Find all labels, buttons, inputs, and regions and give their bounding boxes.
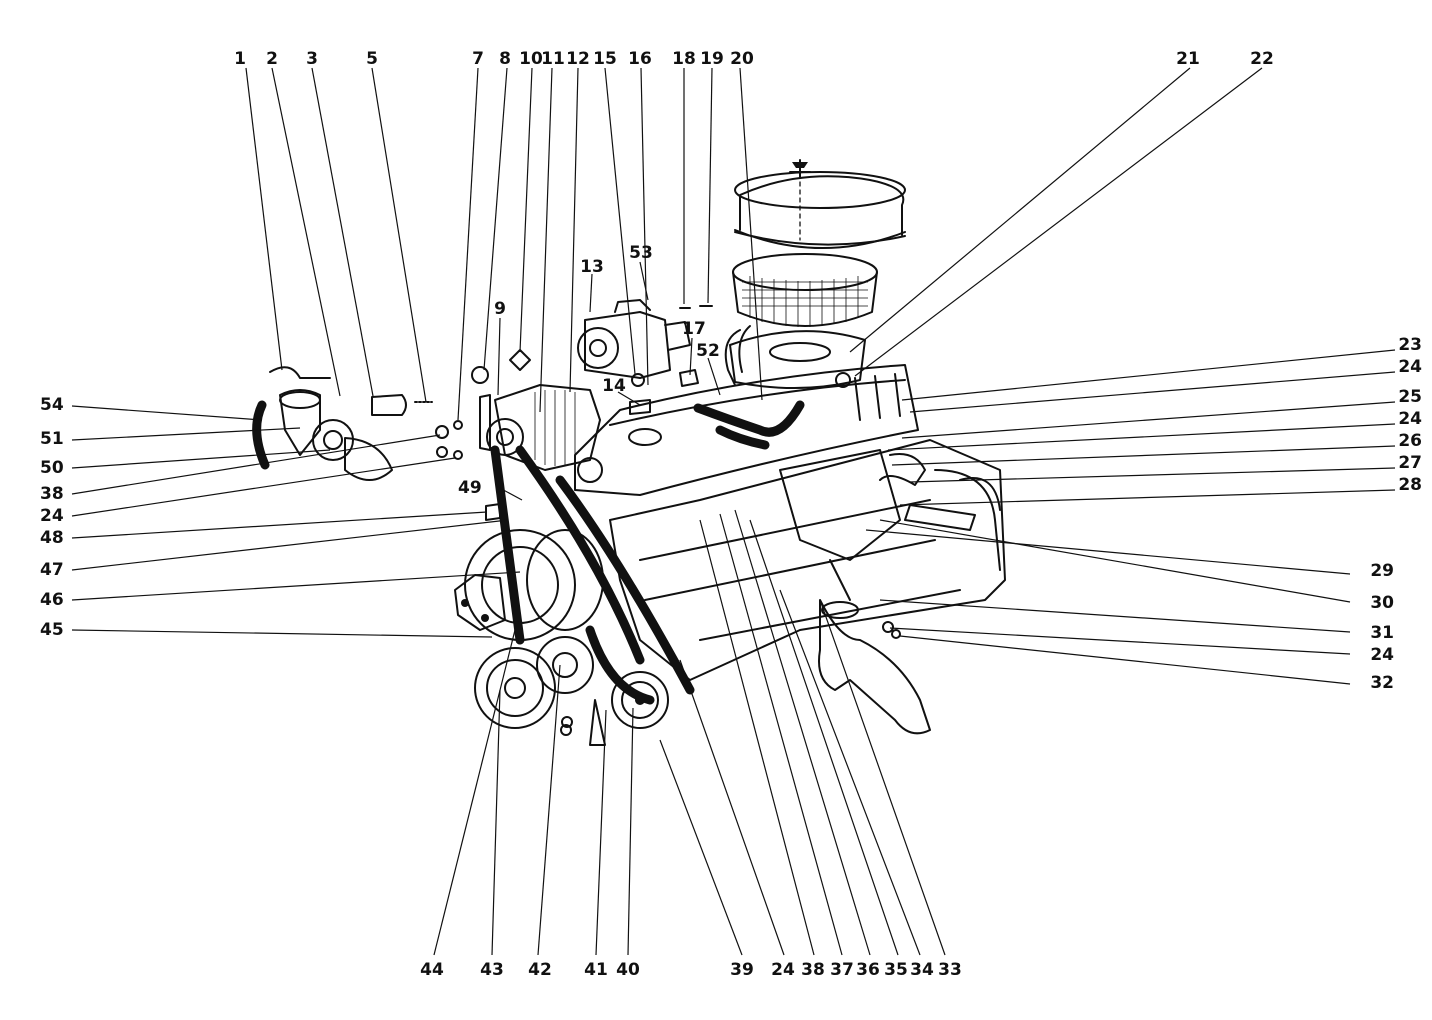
air-cleaner-base: [724, 325, 866, 389]
callout-label: 23: [1398, 335, 1422, 355]
callout-label: 22: [1250, 49, 1274, 69]
callout-label: 14: [602, 376, 626, 396]
callout-label: 7: [472, 49, 484, 69]
callout-label: 10: [519, 49, 543, 69]
callout-labels: 1 2 3 5 7 8 10 11 12 15 16 18 19 20 21 2…: [40, 49, 1422, 980]
engine-illustration: [252, 159, 1006, 746]
callout-label: 9: [494, 299, 506, 319]
callout-label: 24: [771, 960, 795, 980]
engine-block: [609, 439, 1006, 681]
callout-label: 5: [366, 49, 378, 69]
callout-label: 15: [593, 49, 617, 69]
callout-label: 48: [40, 528, 64, 548]
crankshaft-pulley: [474, 636, 669, 746]
callout-label: 35: [884, 960, 908, 980]
callout-label: 11: [541, 49, 565, 69]
callout-label: 25: [1398, 387, 1422, 407]
leader-lines: [71, 67, 1396, 956]
callout-label: 50: [40, 458, 64, 478]
callout-label: 37: [830, 960, 854, 980]
callout-label: 47: [40, 560, 64, 580]
callout-label: 40: [616, 960, 640, 980]
callout-label: 30: [1370, 593, 1394, 613]
fuel-pump: [252, 366, 433, 481]
fan-pulley: [454, 529, 604, 641]
callout-label: 53: [629, 243, 653, 263]
callout-label: 1: [234, 49, 246, 69]
callout-label: 2: [266, 49, 278, 69]
alternator: [486, 384, 601, 471]
callout-label: 21: [1176, 49, 1200, 69]
callout-label: 3: [306, 49, 318, 69]
callout-label: 44: [420, 960, 444, 980]
callout-label: 38: [40, 484, 64, 504]
callout-label: 24: [1370, 645, 1394, 665]
exhaust-manifold: [779, 449, 931, 735]
callout-label: 20: [730, 49, 754, 69]
radiator-hoses: [693, 400, 926, 486]
callout-label: 51: [40, 429, 64, 449]
callout-label: 17: [682, 319, 706, 339]
air-cleaner-cover: [734, 159, 906, 249]
callout-label: 36: [856, 960, 880, 980]
callout-label: 45: [40, 620, 64, 640]
callout-label: 26: [1398, 431, 1422, 451]
callout-label: 24: [40, 506, 64, 526]
callout-label: 19: [700, 49, 724, 69]
callout-label: 39: [730, 960, 754, 980]
callout-label: 46: [40, 590, 64, 610]
callout-label: 38: [801, 960, 825, 980]
callout-label: 28: [1398, 475, 1422, 495]
callout-label: 54: [40, 395, 64, 415]
callout-label: 41: [584, 960, 608, 980]
starter-motor: [577, 299, 691, 379]
air-filter-element: [732, 253, 878, 327]
callout-label: 32: [1370, 673, 1394, 693]
drive-belt: [490, 445, 695, 705]
callout-label: 18: [672, 49, 696, 69]
callout-label: 24: [1398, 357, 1422, 377]
callout-label: 12: [566, 49, 590, 69]
callout-label: 33: [938, 960, 962, 980]
callout-label: 43: [480, 960, 504, 980]
callout-label: 24: [1398, 409, 1422, 429]
callout-label: 8: [499, 49, 511, 69]
valve-cover: [574, 364, 919, 496]
callout-label: 27: [1398, 453, 1422, 473]
callout-label: 34: [910, 960, 934, 980]
callout-label: 42: [528, 960, 552, 980]
callout-label: 49: [458, 478, 482, 498]
callout-label: 16: [628, 49, 652, 69]
callout-label: 52: [696, 341, 720, 361]
loose-hardware: [435, 305, 901, 736]
callout-label: 31: [1370, 623, 1394, 643]
callout-label: 29: [1370, 561, 1394, 581]
callout-label: 13: [580, 257, 604, 277]
